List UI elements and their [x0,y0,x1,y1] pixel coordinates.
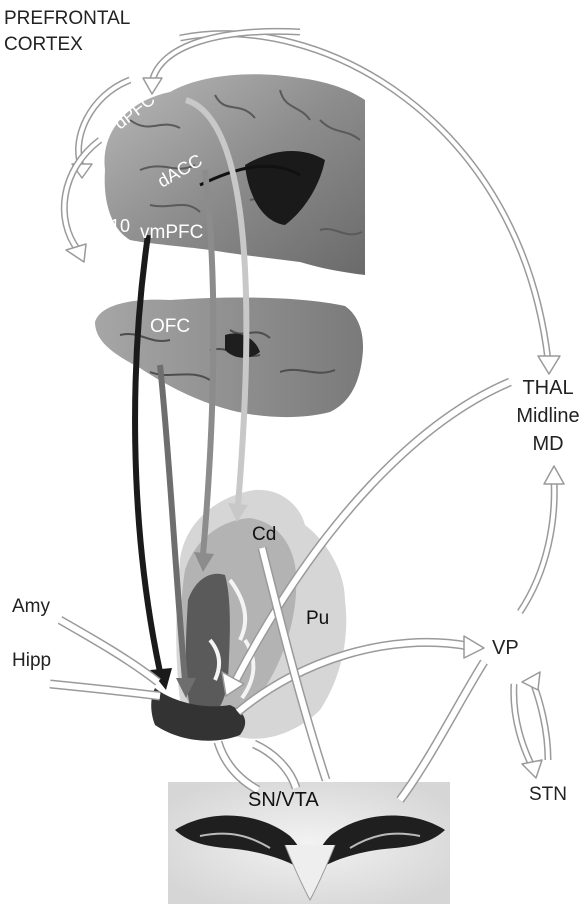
area10-label: 10 [110,216,130,236]
vp-label: VP [492,637,519,659]
thal-label: THAL [522,377,573,399]
midline-label: Midline [516,405,579,427]
stn-vp-arrowhead [522,672,540,690]
cortex-label: CORTEX [4,34,83,55]
cortex-loop-arrowhead-3 [66,244,86,262]
thalamus-arrowhead [538,356,560,374]
vmpfc-label: vmPFC [140,222,203,243]
midline-arrowhead [544,466,564,484]
ofc-label: OFC [150,316,190,337]
cd-label: Cd [252,524,276,545]
md-label: MD [532,433,563,455]
stn-arrowhead [522,760,542,778]
prefrontal-label: PREFRONTAL [4,8,130,29]
snvta-striatum-arrow [254,744,296,788]
hipp-label: Hipp [12,650,51,671]
stn-label: STN [529,784,567,805]
snvta-label: SN/VTA [248,789,319,811]
pu-label: Pu [306,608,329,629]
amy-label: Amy [12,596,51,617]
vp-arrowhead [464,636,484,658]
